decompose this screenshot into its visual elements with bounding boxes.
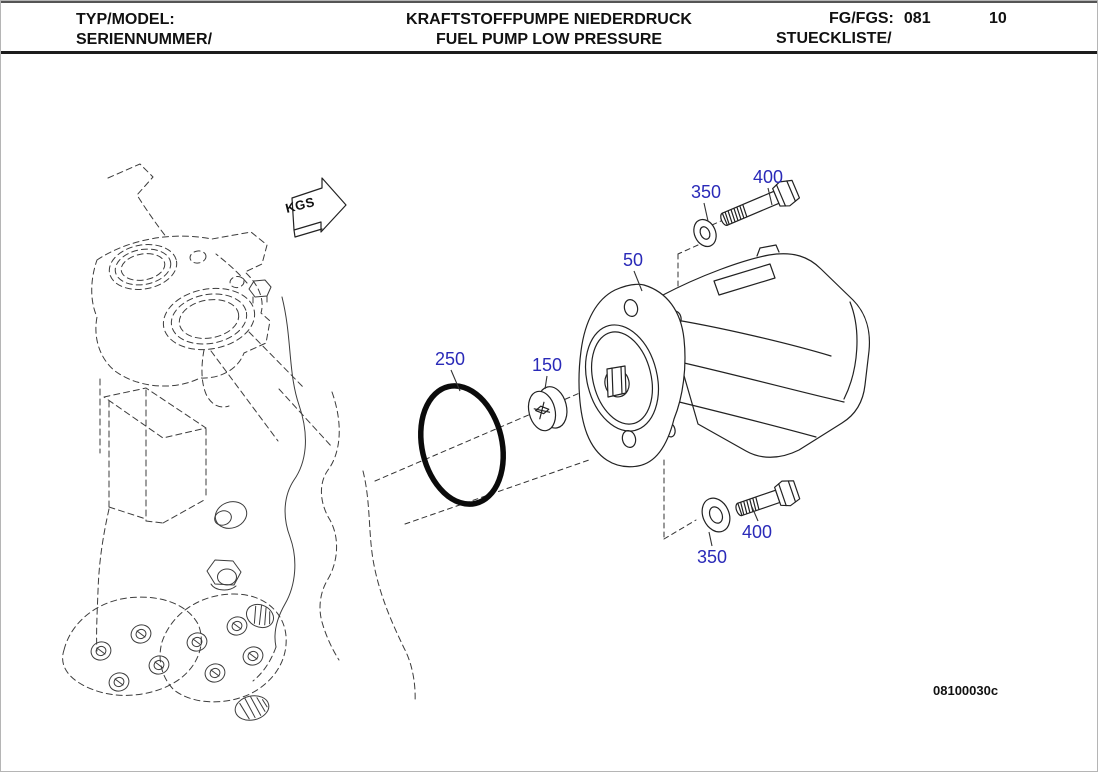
- callout-washer-upper[interactable]: 350: [690, 182, 722, 202]
- engine-block-outline: [62, 163, 416, 721]
- model-serial-block: TYP/MODEL: SERIENNUMMER/: [76, 10, 212, 50]
- page-number: 10: [989, 10, 1007, 27]
- callout-coupling-plug[interactable]: 150: [531, 355, 563, 375]
- axis-centerline-lower: [404, 459, 590, 525]
- parts-list-label: STUECKLISTE/: [776, 30, 892, 47]
- title-english: FUEL PUMP LOW PRESSURE: [435, 31, 663, 48]
- drawing-number: 08100030c: [933, 683, 999, 698]
- header-divider: [1, 51, 1097, 54]
- title-block: KRAFTSTOFFPUMPE NIEDERDRUCK FUEL PUMP LOW…: [1, 10, 1097, 50]
- kgs-flag: [291, 177, 347, 238]
- callout-bolt-lower[interactable]: 400: [741, 522, 773, 542]
- flange-screws: [90, 616, 264, 692]
- serial-label: SERIENNUMMER/: [76, 31, 213, 48]
- hatched-boss-upper: [245, 603, 275, 629]
- bolt-upper: [720, 179, 801, 226]
- model-label: TYP/MODEL:: [76, 11, 175, 28]
- bolt-axis-lower: [663, 459, 697, 540]
- pump-flange: [578, 283, 686, 468]
- callout-bolt-upper[interactable]: 400: [752, 167, 784, 187]
- bolt-axis-upper: [677, 220, 722, 297]
- bolt-lower: [735, 480, 801, 517]
- hatched-boss-lower: [234, 695, 270, 721]
- fg-fgs-label: FG/FGS:: [829, 10, 894, 27]
- block-hex-plug: [206, 559, 242, 591]
- fg-fgs-value: 081: [903, 10, 931, 27]
- page-header: TYP/MODEL: SERIENNUMMER/ KRAFTSTOFFPUMPE …: [1, 1, 1097, 53]
- title-german: KRAFTSTOFFPUMPE NIEDERDRUCK: [406, 11, 692, 28]
- callout-fuel-pump[interactable]: 50: [622, 250, 644, 270]
- leader-lines: [450, 187, 773, 547]
- drive-shaft-key: [606, 365, 627, 398]
- o-ring: [418, 383, 506, 507]
- washer-lower: [701, 497, 731, 533]
- washer-upper: [693, 218, 717, 248]
- fg-fgs-block: FG/FGS: 081: [829, 10, 931, 28]
- pump-body: [660, 244, 871, 458]
- block-boss: [214, 501, 248, 529]
- callout-washer-lower[interactable]: 350: [696, 547, 728, 567]
- callout-o-ring[interactable]: 250: [434, 349, 466, 369]
- coupling-plug: [527, 386, 568, 432]
